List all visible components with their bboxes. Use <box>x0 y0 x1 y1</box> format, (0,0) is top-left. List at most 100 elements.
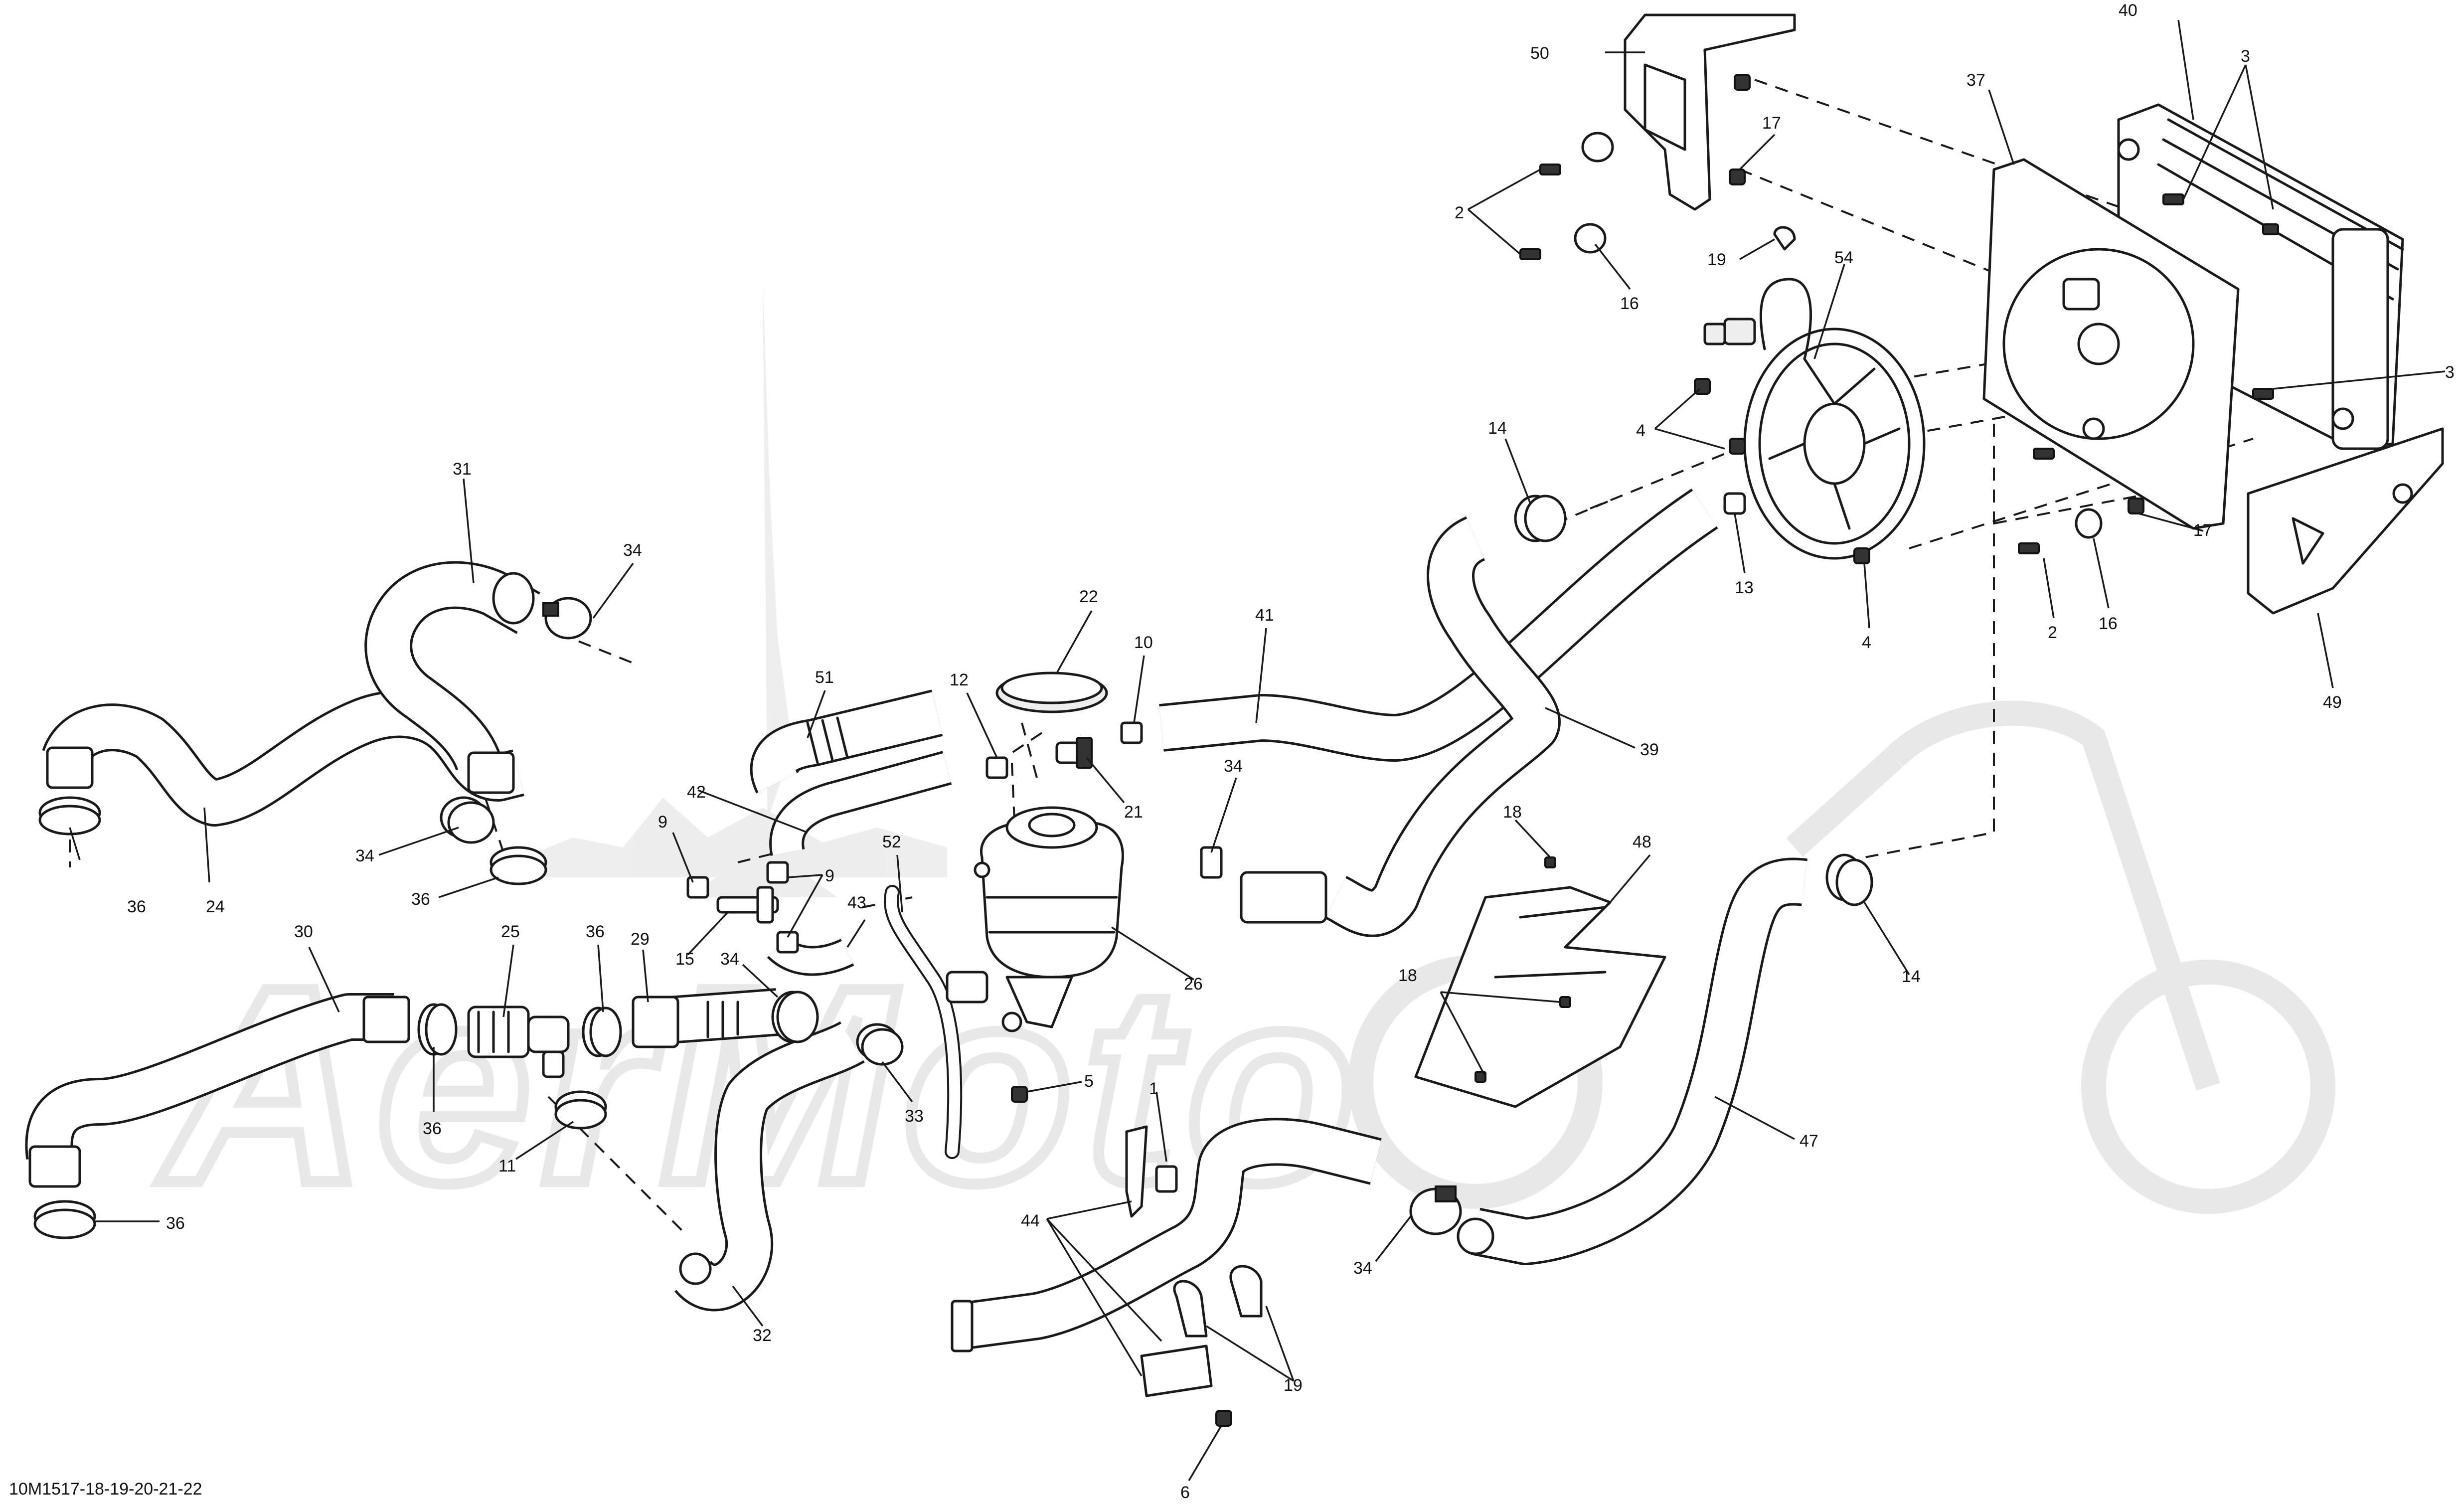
callout-16: 16 <box>2099 614 2118 633</box>
bracket-49 <box>2247 427 2444 615</box>
callout-34: 34 <box>623 541 642 560</box>
expansion-tank-26 <box>946 806 1124 1032</box>
callout-40: 40 <box>2119 1 2137 20</box>
callout-19: 19 <box>1707 250 1726 269</box>
clamp-36-b <box>490 846 547 885</box>
callout-19: 19 <box>1284 1376 1303 1395</box>
fitting-25 <box>467 1006 570 1078</box>
callout-34: 34 <box>1224 757 1243 776</box>
callout-12: 12 <box>950 671 969 689</box>
fasteners <box>1011 74 2279 1427</box>
callout-49: 49 <box>2323 693 2342 712</box>
clamp-36-d <box>582 1007 622 1057</box>
clamp-34-b <box>1200 846 1223 879</box>
hose-32 <box>674 1021 865 1312</box>
bracket-1-44 <box>1125 1125 1213 1397</box>
callout-26: 26 <box>1184 975 1203 994</box>
bracket-50 <box>1624 13 1796 211</box>
callout-9: 9 <box>658 813 667 832</box>
clamp-9-a <box>686 876 709 899</box>
callout-52: 52 <box>882 833 901 851</box>
hose-41-39 <box>1159 489 1718 937</box>
clamp-9-c <box>776 931 799 954</box>
callout-16: 16 <box>1620 294 1639 313</box>
hose-52 <box>884 885 963 1159</box>
callout-6: 6 <box>1180 1483 1190 1502</box>
callout-4: 4 <box>1636 421 1645 440</box>
callout-39: 39 <box>1640 740 1659 759</box>
clamp-36-e <box>33 1200 96 1239</box>
hose-47 <box>1457 857 1807 1265</box>
callout-34: 34 <box>1353 1259 1372 1278</box>
callout-54: 54 <box>1834 248 1853 267</box>
callout-36: 36 <box>166 1214 185 1233</box>
callout-10: 10 <box>1134 633 1153 652</box>
callout-4: 4 <box>1862 633 1871 652</box>
callout-50: 50 <box>1530 44 1549 63</box>
callout-14: 14 <box>1902 967 1921 986</box>
clamp-34-a <box>440 796 495 844</box>
hose-31 <box>364 561 540 794</box>
callout-32: 32 <box>753 1326 772 1345</box>
hose-51 <box>750 689 943 794</box>
callout-29: 29 <box>631 930 650 949</box>
watermark-wheel-rear <box>2081 960 2335 1214</box>
callout-18: 18 <box>1398 966 1417 985</box>
clamp-33 <box>856 1023 904 1066</box>
callout-5: 5 <box>1084 1072 1094 1091</box>
callout-34: 34 <box>720 950 739 969</box>
callout-2: 2 <box>1455 203 1464 222</box>
callout-21: 21 <box>1124 803 1143 822</box>
callout-25: 25 <box>501 922 520 941</box>
tee-fitting-15 <box>716 886 779 924</box>
hose-42 <box>769 751 952 856</box>
callouts: 50 40 37 3 3 17 2 16 19 54 4 14 13 4 17 … <box>127 1 2455 1502</box>
callout-13: 13 <box>1735 578 1754 597</box>
callout-47: 47 <box>1800 1132 1818 1151</box>
clips-19 <box>1173 226 1796 1338</box>
clamp-11 <box>554 1090 607 1130</box>
clamp-9-b <box>766 861 789 884</box>
callout-30: 30 <box>294 922 313 941</box>
callout-36: 36 <box>127 897 146 916</box>
callout-33: 33 <box>905 1107 924 1126</box>
watermark-frame <box>1786 700 2220 1091</box>
callout-37: 37 <box>1967 71 1985 90</box>
callout-3: 3 <box>2241 47 2250 66</box>
callout-41: 41 <box>1255 606 1274 625</box>
clamp-34-top <box>542 597 592 640</box>
callout-9: 9 <box>825 866 834 885</box>
callout-3: 3 <box>2445 363 2455 382</box>
callout-44: 44 <box>1021 1211 1040 1230</box>
clamp-10 <box>1120 721 1143 744</box>
callout-36: 36 <box>423 1119 442 1138</box>
callout-22: 22 <box>1079 587 1098 606</box>
callout-42: 42 <box>687 783 706 802</box>
cooling-fan-54 <box>1703 278 1926 560</box>
callout-36: 36 <box>411 890 430 909</box>
fitting-21 <box>1055 737 1093 769</box>
clamp-34-e <box>1409 1185 1462 1235</box>
callout-17: 17 <box>2193 521 2212 540</box>
hose-clamps <box>33 495 1873 1239</box>
clamp-36-a <box>38 796 101 836</box>
clamp-36-c <box>417 1003 458 1056</box>
callout-11: 11 <box>498 1157 516 1176</box>
clamp-14-a <box>1514 495 1567 542</box>
callout-24: 24 <box>206 897 225 916</box>
clamp-14-b <box>1825 853 1873 906</box>
hose-30 <box>25 993 410 1188</box>
radiator-cap-22 <box>995 672 1108 713</box>
callout-2: 2 <box>2048 623 2057 642</box>
watermark-skyline <box>523 798 947 877</box>
fan-shroud-37 <box>1982 158 2240 530</box>
clamp-34-d <box>771 991 819 1043</box>
callout-17: 17 <box>1762 114 1781 133</box>
callout-14: 14 <box>1488 419 1507 438</box>
diagram-code-label: 10M1517-18-19-20-21-22 <box>9 1480 202 1499</box>
callout-15: 15 <box>675 950 694 969</box>
callout-51: 51 <box>815 668 834 687</box>
callout-1: 1 <box>1149 1079 1158 1098</box>
hose-29 <box>632 988 780 1048</box>
